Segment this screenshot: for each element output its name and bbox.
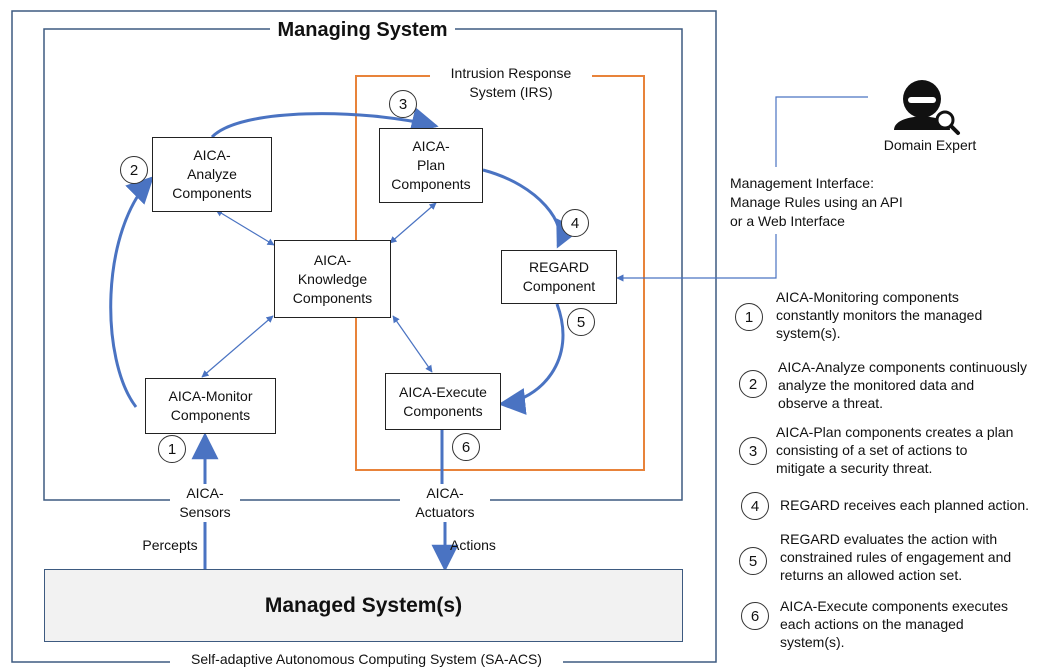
plan-components-box: AICA- Plan Components	[379, 128, 483, 203]
sa-acs-label: Self-adaptive Autonomous Computing Syste…	[170, 650, 563, 669]
legend-4-text: REGARD receives each planned action.	[780, 497, 1030, 513]
management-interface-line	[775, 96, 868, 167]
monitor-components-box: AICA-Monitor Components	[145, 378, 276, 434]
legend-1-marker: 1	[735, 303, 763, 331]
sa-acs-frame	[11, 10, 717, 663]
step-4-marker: 4	[561, 209, 589, 237]
percepts-label: Percepts	[142, 537, 198, 553]
arrow-knowledge-execute	[392, 315, 433, 373]
arrow-knowledge-plan	[389, 202, 437, 244]
managing-system-frame	[43, 28, 683, 501]
arrow-knowledge-monitor	[201, 315, 274, 378]
irs-frame	[355, 75, 645, 471]
step-6-marker: 6	[452, 433, 480, 461]
legend-6-marker: 6	[741, 602, 769, 630]
legend-6-text: AICA-Execute components executes each ac…	[780, 598, 1009, 650]
legend-1-text: AICA-Monitoring components constantly mo…	[776, 289, 983, 341]
arrow-knowledge-analyze	[215, 209, 275, 246]
legend-3-marker: 3	[739, 437, 767, 465]
managing-system-title: Managing System	[270, 18, 455, 42]
step-5-marker: 5	[567, 308, 595, 336]
legend-5-marker: 5	[739, 547, 767, 575]
legend-3-text: AICA-Plan components creates a plan cons…	[776, 424, 1014, 476]
arrow-analyze-to-plan	[210, 107, 439, 139]
arrow-interface-to-regard	[616, 234, 777, 282]
aica-actuators-label: AICA- Actuators	[400, 484, 490, 522]
step-1-marker: 1	[158, 435, 186, 463]
management-interface-label: Management Interface: Manage Rules using…	[730, 174, 950, 231]
domain-expert-label: Domain Expert	[883, 137, 977, 153]
user-search-icon	[894, 80, 960, 135]
regard-component-box: REGARD Component	[501, 250, 617, 304]
legend-2-text: AICA-Analyze components continuously ana…	[778, 359, 1028, 411]
execute-components-box: AICA-Execute Components	[385, 373, 501, 430]
analyze-components-box: AICA- Analyze Components	[152, 137, 272, 212]
legend-2-marker: 2	[739, 370, 767, 398]
arrow-regard-to-execute	[498, 303, 565, 415]
legend-5-text: REGARD evaluates the action with constra…	[780, 531, 1012, 583]
step-3-marker: 3	[389, 90, 417, 118]
managed-systems-box: Managed System(s)	[44, 569, 683, 642]
knowledge-components-box: AICA- Knowledge Components	[274, 240, 391, 318]
arrow-plan-to-regard	[482, 168, 581, 249]
legend-4-marker: 4	[741, 492, 769, 520]
aica-sensors-label: AICA- Sensors	[170, 484, 240, 522]
arrow-monitor-to-analyze	[109, 176, 154, 408]
actions-label: Actions	[450, 537, 496, 553]
irs-label: Intrusion Response System (IRS)	[430, 64, 592, 102]
step-2-marker: 2	[120, 156, 148, 184]
